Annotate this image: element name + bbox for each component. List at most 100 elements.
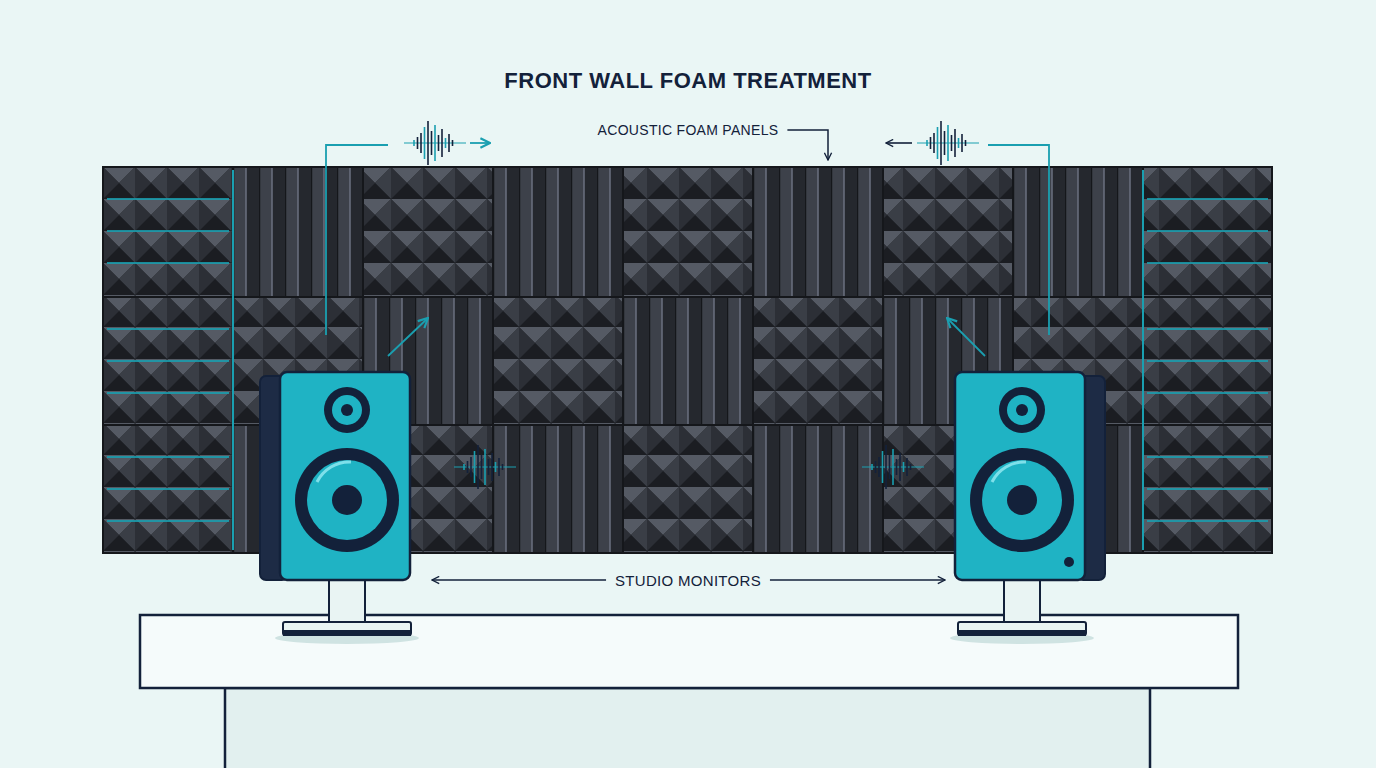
wave-bar <box>899 453 901 481</box>
woofer-highlight <box>992 462 1026 482</box>
wave-bar <box>937 127 939 159</box>
wave-bar <box>954 129 956 157</box>
wave-bar <box>940 121 942 165</box>
pyramid-panel <box>883 167 1013 297</box>
desk-top <box>140 615 1238 688</box>
teal-accent <box>1147 488 1268 490</box>
teal-accent <box>107 392 229 394</box>
tweeter-cone <box>1007 395 1037 425</box>
reflection-arrow <box>388 318 428 356</box>
wedge-panel <box>493 425 623 553</box>
wave-bar <box>896 459 898 475</box>
wave-bar <box>452 140 454 146</box>
wave-bar <box>484 449 486 485</box>
woofer-cap <box>1007 485 1037 515</box>
wave-bar <box>910 464 912 470</box>
pyramid-panel <box>103 425 233 553</box>
leader-line <box>432 579 606 581</box>
speaker-body <box>955 372 1085 580</box>
pyramid-panel <box>753 297 883 425</box>
wave-bar <box>495 462 497 472</box>
tweeter-dome <box>341 404 353 416</box>
pyramid-panel <box>103 297 233 425</box>
wave-bar <box>491 453 493 481</box>
stand-base-edge <box>958 630 1086 636</box>
teal-accent <box>1147 198 1268 200</box>
woofer-cone <box>307 460 387 540</box>
power-led <box>1064 557 1074 567</box>
wave-bar <box>470 457 472 477</box>
wave-bar <box>413 140 415 146</box>
stand-base <box>958 622 1086 635</box>
teal-accent <box>107 520 229 522</box>
stand-base <box>283 622 411 635</box>
pyramid-panel <box>103 167 233 297</box>
tweeter-ring <box>324 387 370 433</box>
wave-bar <box>502 464 504 470</box>
teal-accent <box>1147 392 1268 394</box>
wave-bar <box>903 462 905 472</box>
pyramid-panel <box>623 425 753 553</box>
wave-bar <box>906 458 908 476</box>
teal-accent <box>1142 170 1144 550</box>
pyramid-panel <box>1143 297 1272 425</box>
right-studio-monitor <box>950 372 1105 644</box>
wave-bar <box>933 133 935 153</box>
wave-bar <box>474 451 476 483</box>
woofer-highlight <box>317 462 351 482</box>
wave-bar <box>424 127 426 159</box>
diagram-title: FRONT WALL FOAM TREATMENT <box>0 68 1376 94</box>
wave-bar <box>488 459 490 475</box>
sound-wave-icon <box>862 445 924 489</box>
teal-accent <box>1147 520 1268 522</box>
pyramid-panel <box>623 167 753 297</box>
wave-bar <box>417 137 419 149</box>
wave-bar <box>463 464 465 470</box>
stand-neck <box>329 578 365 624</box>
wave-bar <box>926 140 928 146</box>
direction-bracket <box>326 145 388 335</box>
wave-bar <box>947 125 949 161</box>
direction-arrow <box>886 142 912 144</box>
wedge-panel <box>753 167 883 297</box>
stand-base-edge <box>283 630 411 636</box>
teal-accent <box>1147 328 1268 330</box>
pyramid-panel <box>1143 167 1272 297</box>
pyramid-panel <box>363 167 493 297</box>
wedge-panel <box>1013 167 1143 297</box>
woofer-ring <box>970 448 1074 552</box>
teal-accent <box>1147 360 1268 362</box>
wave-bar <box>431 131 433 155</box>
wave-bar <box>892 449 894 485</box>
reflection-arrow <box>947 318 985 356</box>
wave-bar <box>882 451 884 483</box>
wave-bar <box>965 140 967 146</box>
wave-bar <box>878 457 880 477</box>
sound-wave-icon <box>404 121 466 165</box>
wave-bar <box>427 121 429 165</box>
teal-accent <box>107 360 229 362</box>
wave-bar <box>445 138 447 148</box>
woofer-cap <box>332 485 362 515</box>
wedge-panel <box>753 425 883 553</box>
direction-arrow <box>470 142 490 144</box>
teal-accent <box>1147 456 1268 458</box>
wave-bar <box>961 134 963 152</box>
wave-bar <box>438 135 440 151</box>
wave-bar <box>871 464 873 470</box>
pyramid-panel <box>1143 425 1272 553</box>
woofer-ring <box>295 448 399 552</box>
wave-bar <box>434 125 436 161</box>
wave-bar <box>944 131 946 155</box>
desk-body <box>225 688 1150 768</box>
callout-label: ACOUSTIC FOAM PANELS <box>595 122 782 138</box>
pyramid-panel <box>493 297 623 425</box>
tweeter-cone <box>332 395 362 425</box>
left-studio-monitor <box>260 372 419 644</box>
teal-accent <box>107 198 229 200</box>
wave-bar <box>875 461 877 473</box>
wave-bar <box>958 138 960 148</box>
callout-label: STUDIO MONITORS <box>612 572 764 589</box>
leader-line <box>787 130 828 160</box>
wedge-panel <box>623 297 753 425</box>
